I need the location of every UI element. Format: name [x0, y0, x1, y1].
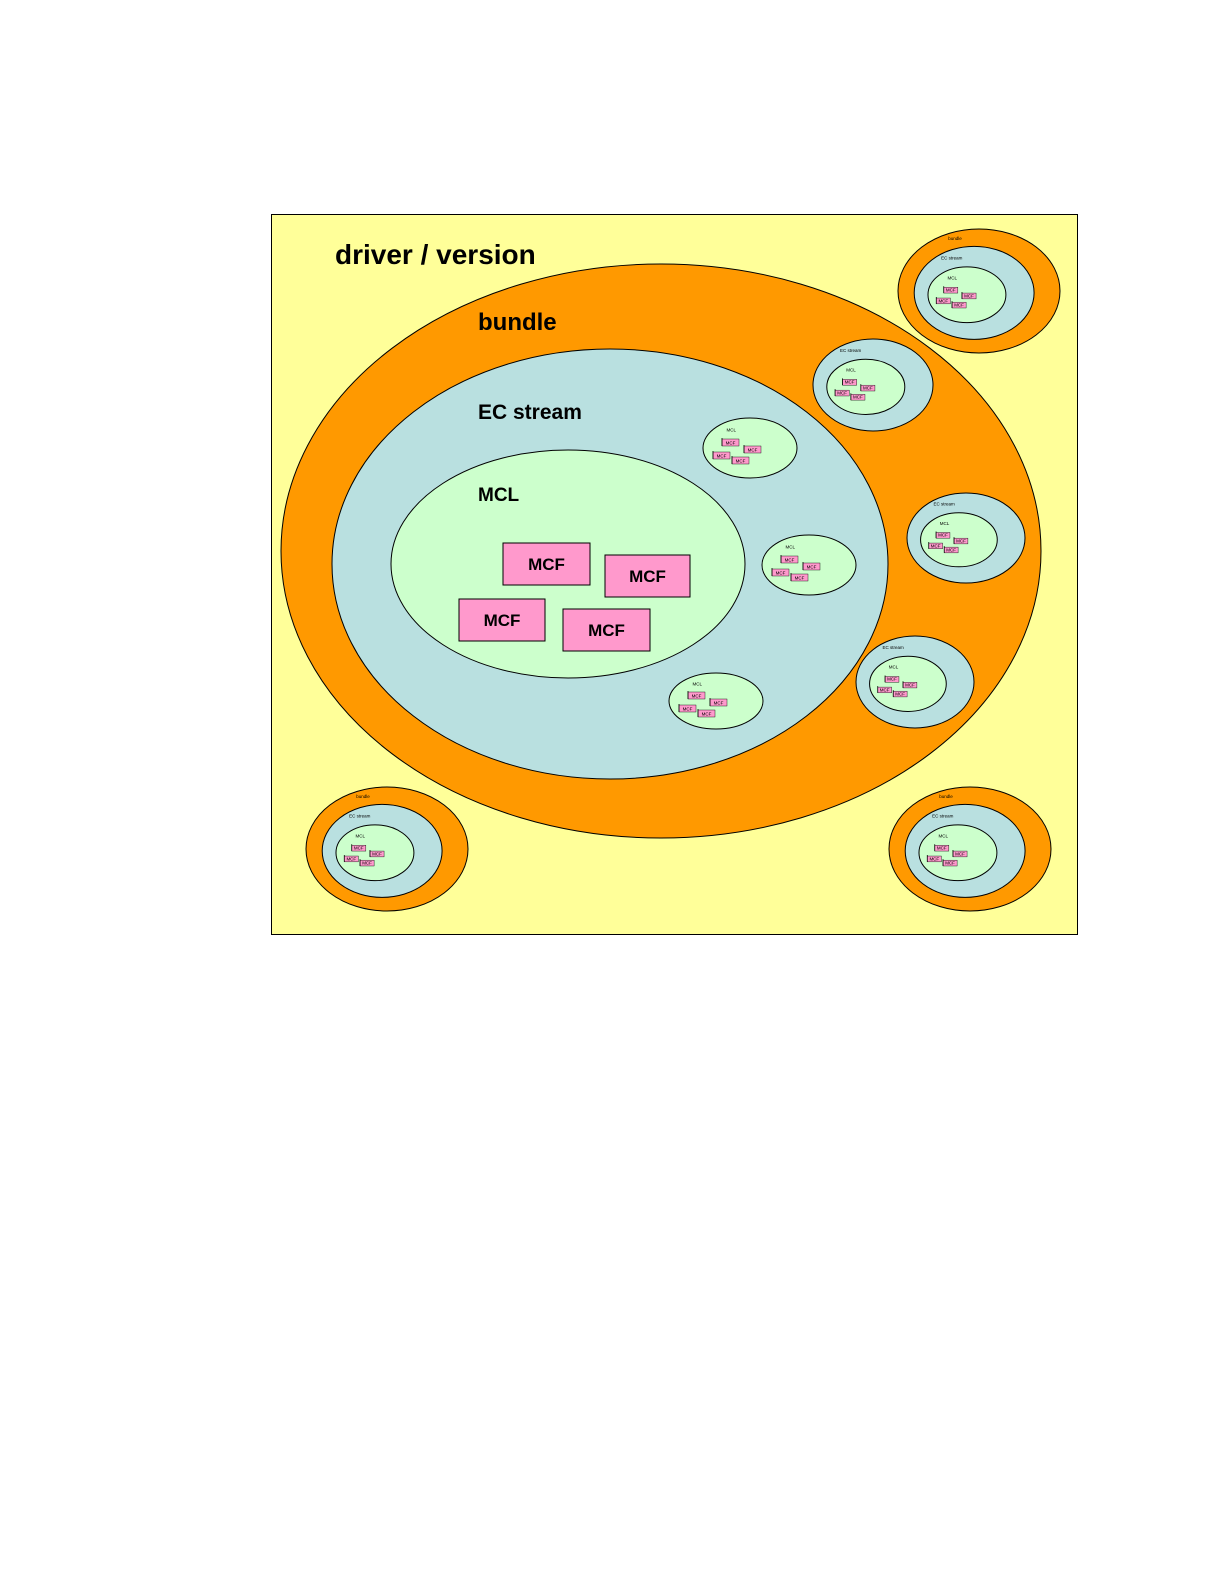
mcf-box-2 [604, 554, 691, 598]
mini-mcf-label-s3-2: MCF [905, 682, 915, 687]
mini-mcf-label-s3-1: MCF [887, 677, 897, 682]
mcf-label-2: MCF [629, 567, 666, 586]
mini-mcl-label-2: MCL [786, 545, 796, 550]
mini-bundle-label-3: bundle [939, 794, 953, 799]
mini-mcf-label-1-2: MCF [748, 448, 758, 453]
mini-mcf-label-sb1-2: MCF [964, 293, 974, 298]
mini-mcf-label-s1-3: MCF [837, 390, 847, 395]
mini-mcl-label-s3: MCL [889, 665, 899, 670]
mini-mcf-label-1-4: MCF [736, 459, 746, 464]
driver-version-label: driver / version [335, 239, 536, 270]
mcf-label-1: MCF [528, 555, 565, 574]
mini-mcl-label-1: MCL [727, 428, 737, 433]
mini-ec-stream-label-b3: EC stream [932, 813, 954, 818]
mini-bundle-label-1: bundle [948, 236, 962, 241]
mini-mcf-label-sb2-3: MCF [346, 856, 356, 861]
mini-mcl-label-s1: MCL [846, 368, 856, 373]
mini-mcf-label-s3-4: MCF [895, 691, 905, 696]
mini-mcf-label-s2-4: MCF [946, 547, 956, 552]
mini-mcl-label-sb3: MCL [938, 833, 948, 838]
mini-mcf-label-s1-1: MCF [845, 380, 855, 385]
main-bundle-label: bundle [478, 309, 557, 336]
mini-mcl-label-sb2: MCL [355, 833, 365, 838]
mini-mcf-label-2-3: MCF [776, 571, 786, 576]
mini-mcf-label-sb1-4: MCF [954, 302, 964, 307]
mini-mcf-label-sb3-3: MCF [929, 856, 939, 861]
mini-ec-stream-label-2: EC stream [934, 502, 956, 507]
mini-mcf-label-sb1-1: MCF [946, 288, 956, 293]
mcf-box-4 [562, 608, 651, 652]
mini-mcf-label-2-1: MCF [785, 558, 795, 563]
mini-mcf-label-sb3-1: MCF [937, 846, 947, 851]
mcf-box-3 [458, 598, 546, 642]
mini-mcf-label-sb2-1: MCF [354, 846, 364, 851]
mini-mcf-label-2-4: MCF [795, 576, 805, 581]
mini-mcf-label-sb1-3: MCF [938, 298, 948, 303]
main-ec-stream-label: EC stream [478, 401, 582, 424]
mini-mcf-label-s2-3: MCF [931, 543, 941, 548]
mini-mcf-label-s2-2: MCF [956, 538, 966, 543]
mini-mcf-label-s3-3: MCF [880, 687, 890, 692]
mini-mcf-label-3-1: MCF [692, 694, 702, 699]
mini-mcf-label-s1-2: MCF [863, 385, 873, 390]
mcf-label-3: MCF [484, 611, 521, 630]
mini-mcf-label-3-2: MCF [714, 701, 724, 706]
mini-mcf-label-sb3-2: MCF [955, 851, 965, 856]
mini-mcf-label-sb2-2: MCF [372, 851, 382, 856]
mini-ec-stream-label-b2: EC stream [349, 813, 371, 818]
mini-mcf-label-2-2: MCF [807, 565, 817, 570]
mini-mcl-label-s2: MCL [940, 521, 950, 526]
mini-mcf-label-s2-1: MCF [938, 533, 948, 538]
mini-ec-stream-label-1: EC stream [840, 348, 862, 353]
main-mcl-label: MCL [478, 485, 520, 506]
mcf-label-4: MCF [588, 621, 625, 640]
mini-mcf-label-sb3-4: MCF [945, 860, 955, 865]
mini-mcf-label-sb2-4: MCF [362, 860, 372, 865]
mini-mcf-label-3-3: MCF [683, 707, 693, 712]
mini-ec-stream-label-3: EC stream [883, 645, 905, 650]
mini-mcf-label-s1-4: MCF [853, 395, 863, 400]
mini-mcf-label-1-1: MCF [726, 441, 736, 446]
mcf-box-1 [502, 542, 591, 586]
mini-bundle-label-2: bundle [356, 794, 370, 799]
mini-mcl-label-sb1: MCL [947, 275, 957, 280]
mini-mcl-label-3: MCL [693, 682, 703, 687]
mini-ec-stream-label-b1: EC stream [941, 255, 963, 260]
mini-mcf-label-3-4: MCF [702, 712, 712, 717]
mini-mcf-label-1-3: MCF [717, 454, 727, 459]
